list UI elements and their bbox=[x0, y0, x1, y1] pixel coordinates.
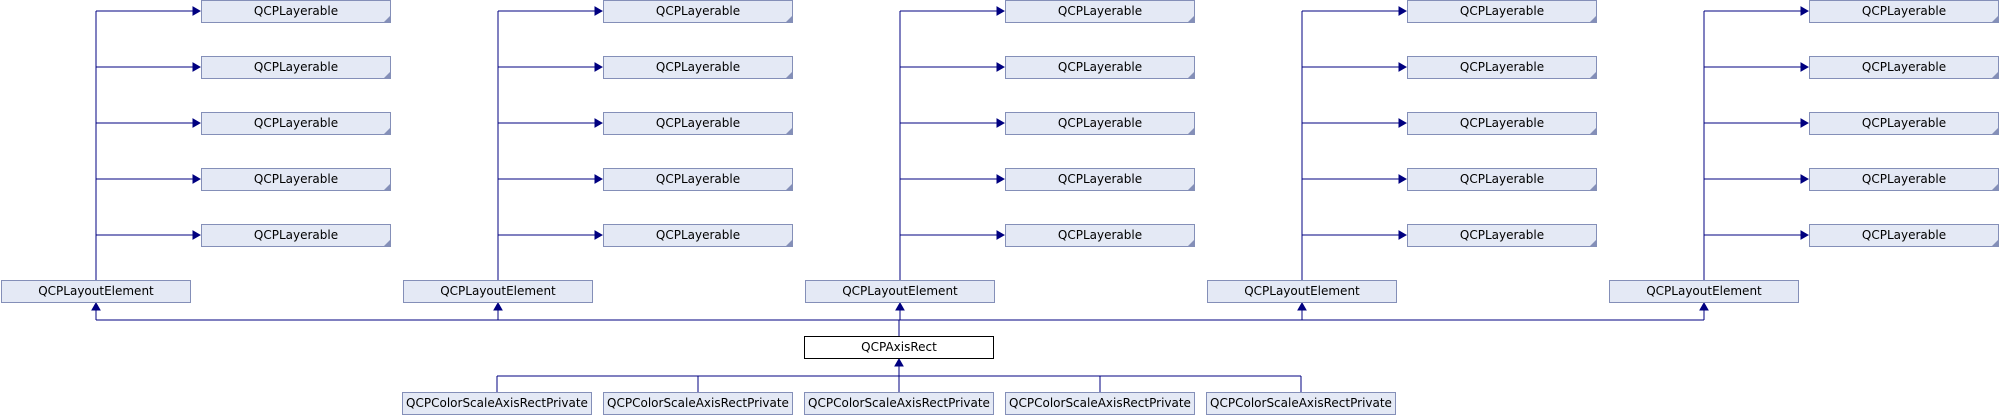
arrowhead bbox=[996, 6, 1006, 16]
arrowhead bbox=[1398, 6, 1408, 16]
qcplayerable-node[interactable]: QCPLayerable bbox=[1809, 0, 1999, 23]
arrowhead bbox=[1398, 230, 1408, 240]
qcplayerable-node[interactable]: QCPLayerable bbox=[1809, 112, 1999, 135]
arrowhead bbox=[594, 174, 604, 184]
arrowhead bbox=[192, 6, 202, 16]
qcplayerable-node[interactable]: QCPLayerable bbox=[1407, 0, 1597, 23]
qcplayerable-node[interactable]: QCPLayerable bbox=[1005, 0, 1195, 23]
qcplayerable-node[interactable]: QCPLayerable bbox=[603, 112, 793, 135]
qcplayerable-node[interactable]: QCPLayerable bbox=[201, 112, 391, 135]
qcplayerable-node[interactable]: QCPLayerable bbox=[201, 0, 391, 23]
qcplayerable-node[interactable]: QCPLayerable bbox=[603, 168, 793, 191]
arrowhead bbox=[192, 230, 202, 240]
qcplayoutelement-node[interactable]: QCPLayoutElement bbox=[1609, 280, 1799, 303]
qcpcolorscaleaxisrectprivate-node[interactable]: QCPColorScaleAxisRectPrivate bbox=[1005, 392, 1195, 415]
arrowhead bbox=[996, 174, 1006, 184]
arrowhead bbox=[1398, 118, 1408, 128]
qcplayerable-node[interactable]: QCPLayerable bbox=[1005, 224, 1195, 247]
arrowhead bbox=[1800, 62, 1810, 72]
qcplayerable-node[interactable]: QCPLayerable bbox=[1407, 56, 1597, 79]
qcpcolorscaleaxisrectprivate-node[interactable]: QCPColorScaleAxisRectPrivate bbox=[603, 392, 793, 415]
qcplayerable-node[interactable]: QCPLayerable bbox=[201, 224, 391, 247]
arrowhead bbox=[192, 174, 202, 184]
arrowhead bbox=[1398, 174, 1408, 184]
arrowhead bbox=[594, 230, 604, 240]
qcplayoutelement-node[interactable]: QCPLayoutElement bbox=[1, 280, 191, 303]
arrowhead bbox=[1398, 62, 1408, 72]
qcplayerable-node[interactable]: QCPLayerable bbox=[603, 0, 793, 23]
qcplayerable-node[interactable]: QCPLayerable bbox=[1809, 224, 1999, 247]
qcplayerable-node[interactable]: QCPLayerable bbox=[201, 56, 391, 79]
arrowhead bbox=[192, 118, 202, 128]
qcplayerable-node[interactable]: QCPLayerable bbox=[603, 56, 793, 79]
arrowhead bbox=[1297, 301, 1307, 311]
arrowhead bbox=[1800, 118, 1810, 128]
qcplayerable-node[interactable]: QCPLayerable bbox=[1407, 112, 1597, 135]
qcplayerable-node[interactable]: QCPLayerable bbox=[1005, 56, 1195, 79]
qcpcolorscaleaxisrectprivate-node[interactable]: QCPColorScaleAxisRectPrivate bbox=[1206, 392, 1396, 415]
arrowhead bbox=[996, 118, 1006, 128]
qcpcolorscaleaxisrectprivate-node[interactable]: QCPColorScaleAxisRectPrivate bbox=[804, 392, 994, 415]
arrowhead bbox=[91, 301, 101, 311]
qcplayerable-node[interactable]: QCPLayerable bbox=[1005, 168, 1195, 191]
qcplayoutelement-node[interactable]: QCPLayoutElement bbox=[403, 280, 593, 303]
qcplayerable-node[interactable]: QCPLayerable bbox=[1005, 112, 1195, 135]
arrowhead bbox=[1800, 174, 1810, 184]
arrowhead bbox=[895, 301, 905, 311]
qcplayerable-node[interactable]: QCPLayerable bbox=[201, 168, 391, 191]
qcplayoutelement-node[interactable]: QCPLayoutElement bbox=[1207, 280, 1397, 303]
arrowhead bbox=[594, 62, 604, 72]
arrowhead bbox=[594, 118, 604, 128]
arrowhead bbox=[1699, 301, 1709, 311]
qcplayerable-node[interactable]: QCPLayerable bbox=[1809, 56, 1999, 79]
arrowhead bbox=[996, 230, 1006, 240]
qcplayerable-node[interactable]: QCPLayerable bbox=[1407, 168, 1597, 191]
arrowhead bbox=[594, 6, 604, 16]
arrowhead bbox=[192, 62, 202, 72]
qcplayerable-node[interactable]: QCPLayerable bbox=[1407, 224, 1597, 247]
qcplayoutelement-node[interactable]: QCPLayoutElement bbox=[805, 280, 995, 303]
qcpcolorscaleaxisrectprivate-node[interactable]: QCPColorScaleAxisRectPrivate bbox=[402, 392, 592, 415]
qcpaxisrect-node: QCPAxisRect bbox=[804, 336, 994, 359]
arrowhead bbox=[1800, 230, 1810, 240]
qcplayerable-node[interactable]: QCPLayerable bbox=[1809, 168, 1999, 191]
arrowhead bbox=[894, 357, 904, 367]
arrowhead bbox=[996, 62, 1006, 72]
qcplayerable-node[interactable]: QCPLayerable bbox=[603, 224, 793, 247]
arrowhead bbox=[1800, 6, 1810, 16]
arrowhead bbox=[493, 301, 503, 311]
